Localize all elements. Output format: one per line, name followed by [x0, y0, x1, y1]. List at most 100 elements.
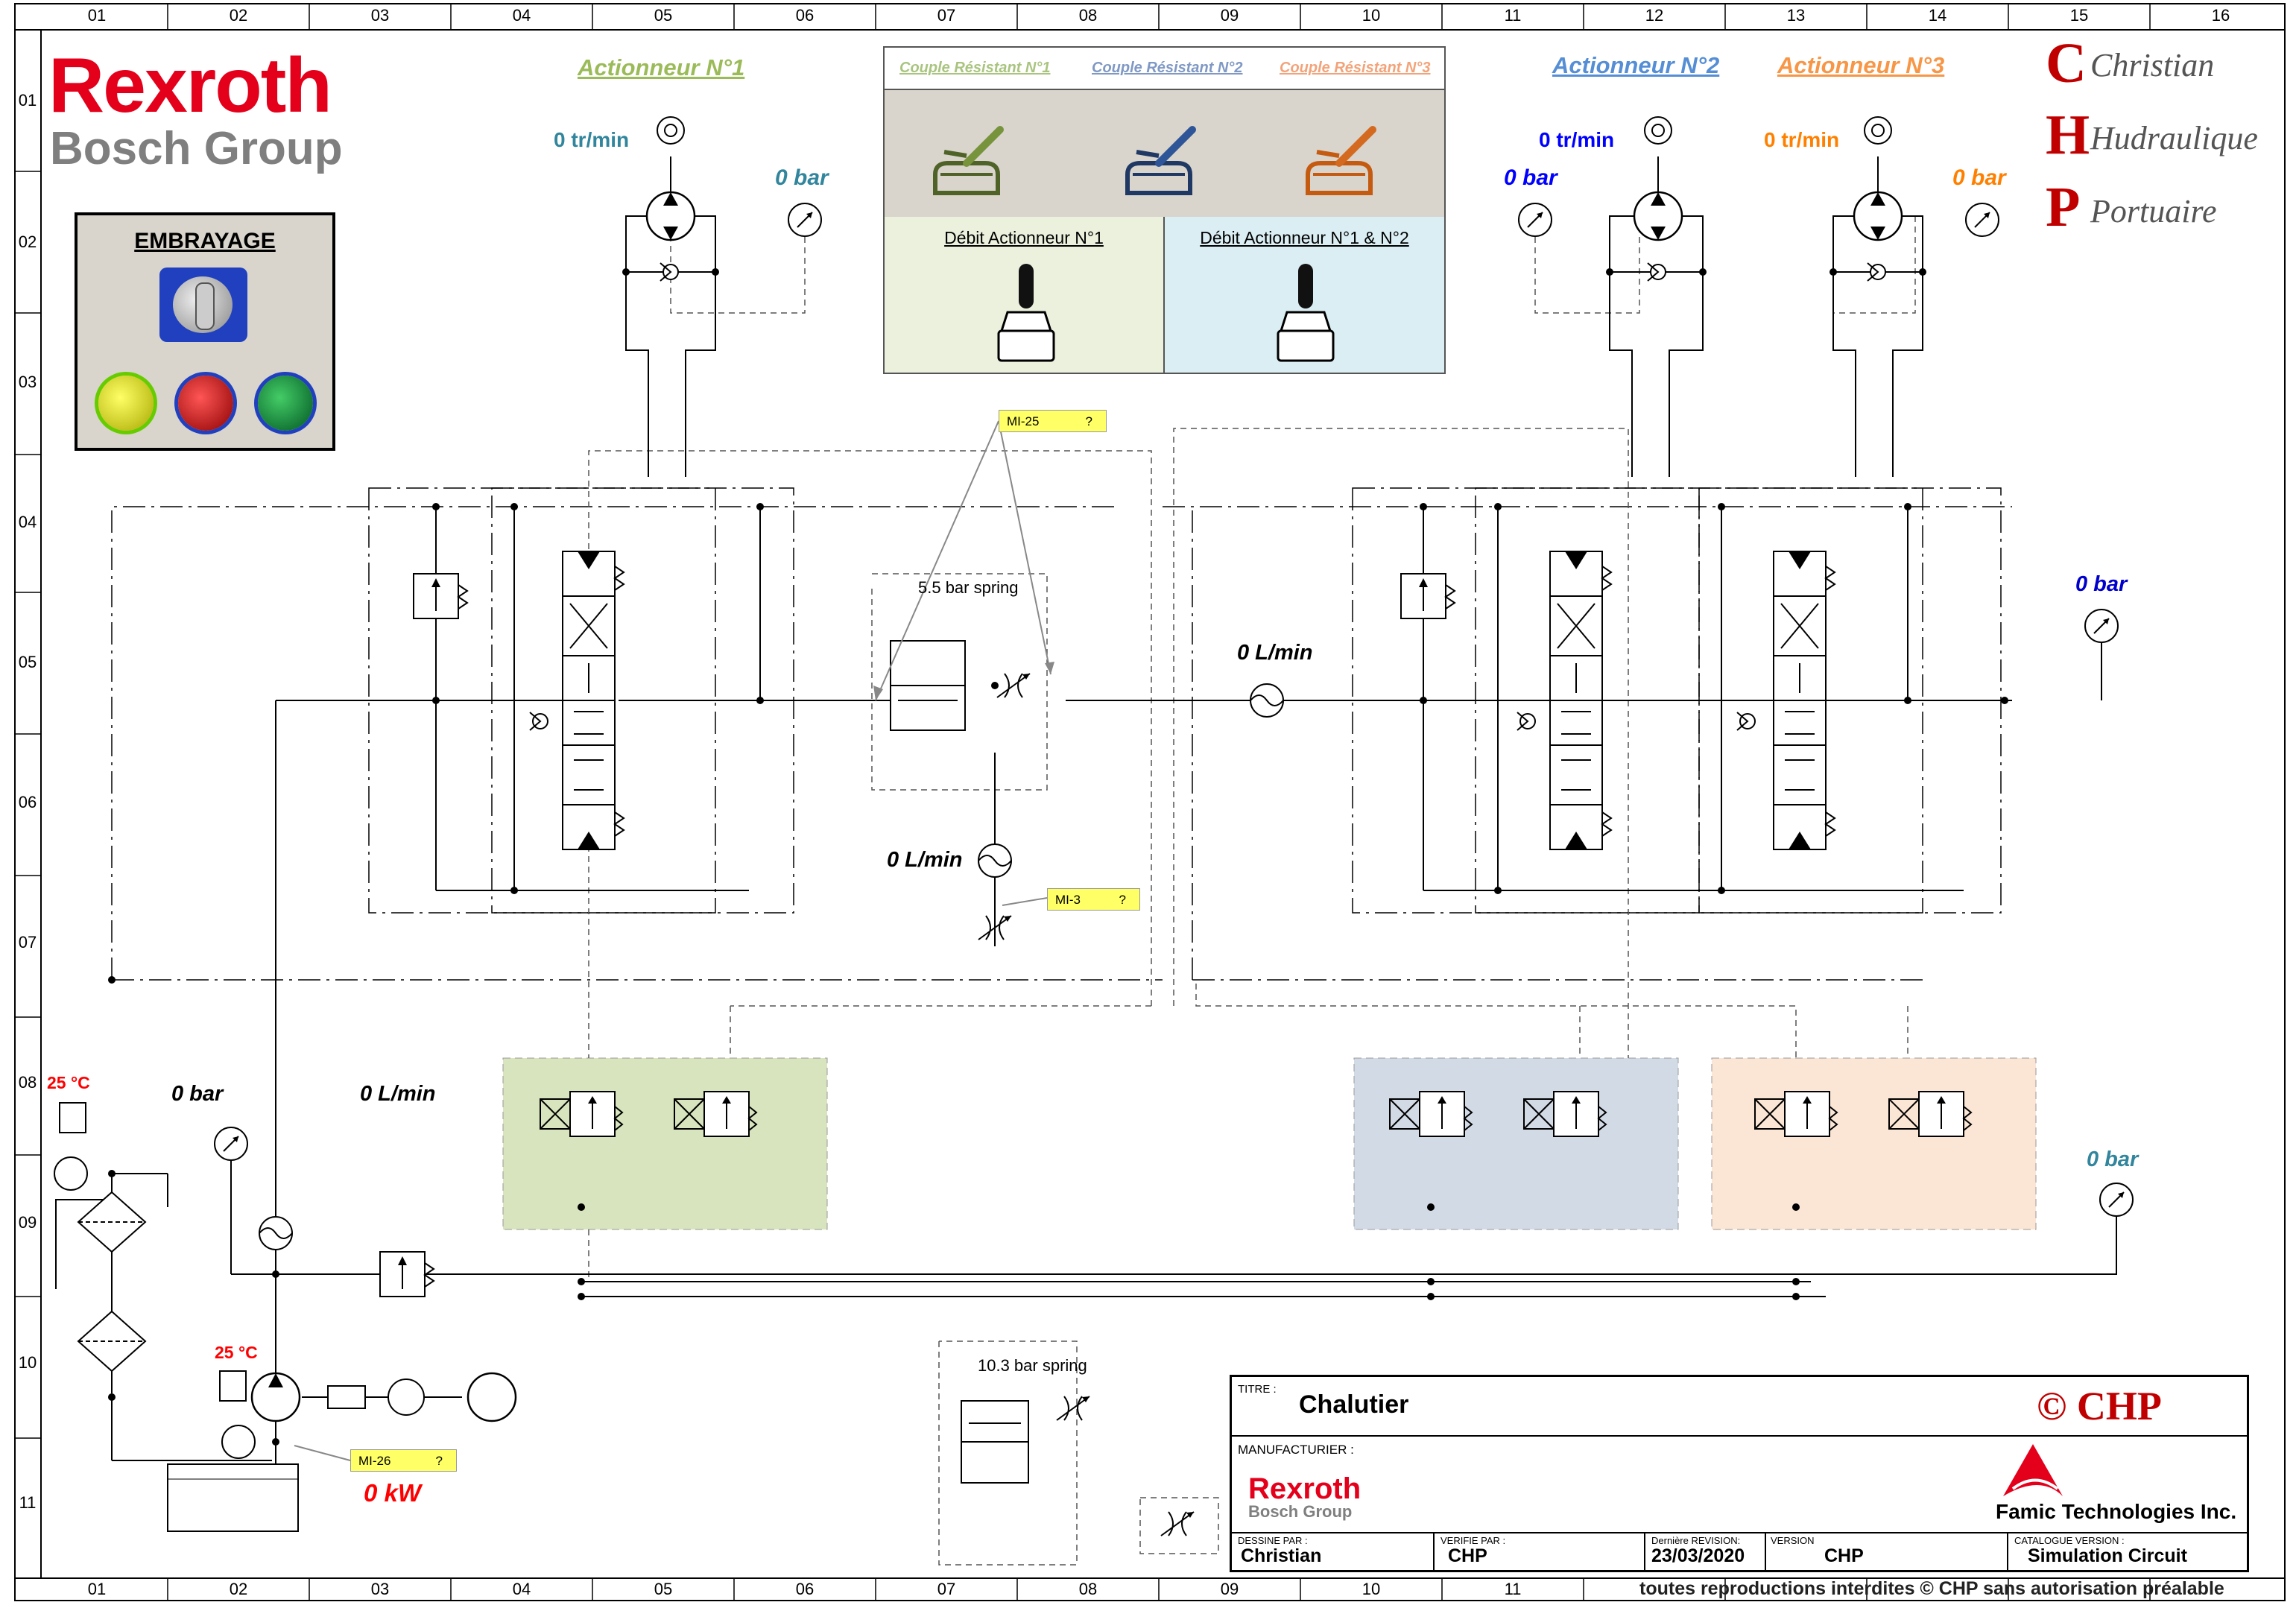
lamp-green [258, 376, 313, 431]
version-label: VERSION [1771, 1535, 1815, 1546]
row-num: 04 [18, 513, 37, 531]
row-num: 05 [18, 653, 37, 671]
col-num: 09 [1220, 6, 1239, 25]
zone-actuator-2 [1353, 1057, 1679, 1230]
joystick-flow-12[interactable] [1272, 260, 1339, 364]
chp-word-1: Christian [2090, 47, 2215, 83]
title-rexroth-logo: Rexroth [1248, 1472, 1362, 1505]
couple-label-1: Couple Résistant N°1 [899, 60, 1051, 76]
bosch-group-logo: Bosch Group [50, 123, 343, 174]
col-num: 06 [795, 1580, 815, 1598]
col-num: 08 [1078, 6, 1098, 25]
chp-initial-p: P [2046, 176, 2081, 238]
col-num: 02 [229, 6, 248, 25]
load-lever-2[interactable] [1122, 122, 1204, 197]
row-num: 10 [18, 1353, 37, 1372]
note-id: MI-25 [1007, 414, 1040, 428]
col-num: 05 [654, 6, 673, 25]
col-num: 03 [370, 1580, 390, 1598]
joystick-flow-1[interactable] [993, 260, 1060, 364]
pump-flow-reading: 0 L/min [360, 1082, 436, 1106]
pump-unit [250, 1372, 517, 1422]
hydraulic-motor-2 [1633, 116, 1683, 241]
col-num: 15 [2069, 6, 2089, 25]
col-num: 06 [795, 6, 815, 25]
row-num: 01 [18, 91, 37, 110]
note-mi-25[interactable]: MI-25 ? [999, 410, 1107, 432]
actuator-3-pressure: 0 bar [1952, 165, 2006, 190]
flow-label-1: Débit Actionneur N°1 [944, 228, 1104, 247]
col-num: 01 [87, 1580, 107, 1598]
col-num: 16 [2211, 6, 2230, 25]
couple-label-2: Couple Résistant N°2 [1092, 60, 1243, 76]
row-num: 07 [18, 933, 37, 952]
verifie-value: CHP [1448, 1545, 1487, 1566]
note-mi-26[interactable]: MI-26 ? [350, 1449, 457, 1472]
col-num: 11 [1504, 6, 1522, 25]
col-num: 12 [1645, 6, 1664, 25]
row-num: 02 [18, 232, 37, 251]
chp-word-2: Hudraulique [2090, 120, 2258, 156]
dessine-value: Christian [1241, 1545, 1322, 1566]
actuator-1-speed: 0 tr/min [554, 128, 630, 151]
flowmeter-main [1250, 683, 1284, 718]
hydraulic-motor-3 [1853, 116, 1903, 241]
rexroth-logo: Rexroth [48, 42, 332, 129]
gauge-right-bottom [2099, 1183, 2134, 1217]
dessine-label: DESSINE PAR : [1238, 1535, 1308, 1546]
note-mi-3[interactable]: MI-3 ? [1047, 888, 1140, 911]
col-num: 02 [229, 1580, 248, 1598]
hydraulic-motor-1 [645, 116, 696, 241]
spool-valve-2 [1549, 551, 1612, 850]
col-num: 11 [1504, 1580, 1522, 1598]
col-num: 04 [512, 6, 531, 25]
spring-label-b: 10.3 bar spring [978, 1356, 1087, 1375]
col-num: 03 [370, 6, 390, 25]
gauge-right-top [2084, 609, 2119, 643]
spool-valve-3 [1773, 551, 1835, 850]
power-reading: 0 kW [364, 1479, 422, 1507]
actuator-2-speed: 0 tr/min [1539, 128, 1615, 151]
clutch-toggle-switch[interactable] [159, 268, 247, 342]
clutch-panel: EMBRAYAGE [75, 212, 335, 451]
copyright-chp: © CHP [2037, 1384, 2162, 1428]
load-lever-3[interactable] [1302, 122, 1384, 197]
note-id: MI-3 [1055, 893, 1081, 907]
note-value: ? [435, 1454, 443, 1468]
title-block: TITRE : Chalutier © CHP MANUFACTURIER : … [1230, 1375, 2249, 1572]
actuator-3-label: Actionneur N°3 [1777, 52, 1945, 78]
control-panel: Couple Résistant N°1 Couple Résistant N°… [883, 46, 1446, 374]
catalogue-value: Simulation Circuit [2028, 1545, 2187, 1566]
note-value: ? [1085, 414, 1092, 428]
famic-name: Famic Technologies Inc. [1996, 1500, 2237, 1523]
col-num: 05 [654, 1580, 673, 1598]
row-num: 03 [18, 373, 37, 391]
chp-word-3: Portuaire [2090, 193, 2217, 230]
lamp-yellow [98, 376, 154, 431]
actuator-1-pressure: 0 bar [775, 165, 829, 190]
load-lever-1[interactable] [929, 122, 1011, 197]
titre-label: TITRE : [1238, 1383, 1277, 1396]
col-num: 10 [1362, 6, 1381, 25]
right-pressure-top: 0 bar [2075, 572, 2128, 596]
flow-label-12: Débit Actionneur N°1 & N°2 [1200, 228, 1409, 247]
drawing-title: Chalutier [1299, 1390, 1409, 1419]
chp-initial-c: C [2046, 32, 2087, 95]
col-num: 14 [1928, 6, 1947, 25]
note-id: MI-26 [358, 1454, 391, 1468]
spring-label-a: 5.5 bar spring [918, 578, 1019, 597]
clutch-title: EMBRAYAGE [134, 229, 276, 253]
gauge-actuator-1 [788, 203, 822, 237]
footer-copyright: toutes reproductions interdites © CHP sa… [1639, 1578, 2224, 1599]
row-num: 09 [18, 1213, 37, 1232]
col-num: 13 [1786, 6, 1806, 25]
revision-value: 23/03/2020 [1651, 1545, 1745, 1566]
catalogue-label: CATALOGUE VERSION : [2014, 1535, 2125, 1546]
col-num: 07 [937, 6, 956, 25]
row-num: 08 [18, 1073, 37, 1092]
actuator-2-label: Actionneur N°2 [1552, 52, 1720, 78]
col-num: 09 [1220, 1580, 1239, 1598]
col-num: 01 [87, 6, 107, 25]
row-num: 06 [18, 793, 37, 811]
